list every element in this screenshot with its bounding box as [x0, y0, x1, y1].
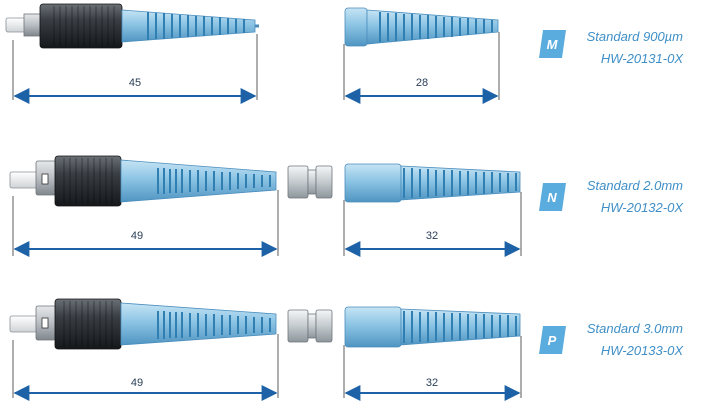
boot-length-label: 32 — [426, 377, 438, 389]
badge-n: N — [539, 183, 566, 211]
connector-drawing — [5, 3, 259, 49]
boot-length-label: 28 — [416, 77, 428, 89]
row-m: 45 28 M Standard 900µm HW-20131-0X — [5, 3, 684, 104]
badge-shape — [539, 326, 566, 354]
boot-collar — [344, 306, 402, 348]
part-number: HW-20133-0X — [601, 343, 684, 358]
nut-knurling — [53, 6, 115, 46]
sleeve-neck — [307, 169, 317, 195]
sleeve-body — [287, 309, 309, 343]
boot-ribs — [147, 12, 245, 40]
row-p: 49 32 P Standard 3.0mm HW-20133-0X — [9, 298, 684, 401]
boot-ribs — [379, 12, 493, 42]
boot-drawing — [344, 163, 521, 203]
nut-knurling — [63, 158, 113, 204]
connector-drawing — [9, 298, 277, 350]
badge-m: M — [539, 30, 566, 58]
boot-collar — [344, 7, 368, 47]
spec-title: Standard 900µm — [587, 29, 684, 44]
strain-relief-boot — [366, 9, 499, 45]
connector-length-label: 45 — [129, 77, 141, 89]
spec-title: Standard 2.0mm — [587, 178, 683, 193]
badge-letter: N — [547, 190, 557, 205]
crimp-sleeve — [287, 309, 333, 343]
badge-p: P — [539, 326, 566, 354]
sleeve-end — [315, 309, 333, 343]
boot-ribs — [403, 311, 517, 343]
connector-drawing — [9, 155, 277, 207]
sleeve-neck — [307, 313, 317, 339]
boot-drawing — [344, 7, 499, 47]
sleeve-body — [287, 165, 309, 199]
badge-letter: P — [548, 333, 557, 348]
boot-ribs — [157, 311, 271, 339]
badge-letter: M — [547, 37, 559, 52]
part-number: HW-20131-0X — [601, 51, 684, 66]
badge-shape — [539, 183, 566, 211]
part-number: HW-20132-0X — [601, 200, 684, 215]
key-slot — [41, 173, 49, 185]
boot-length-label: 32 — [426, 230, 438, 242]
ferrule — [9, 171, 41, 189]
ferrule — [9, 315, 41, 333]
key-slot — [41, 317, 49, 329]
sleeve-end — [315, 165, 333, 199]
boot-ribs — [157, 168, 271, 194]
boot-ribs — [403, 168, 517, 198]
connector-length-label: 49 — [131, 230, 143, 242]
spec-title: Standard 3.0mm — [587, 321, 683, 336]
coupling-nut — [39, 3, 123, 49]
connector-length-label: 49 — [131, 377, 143, 389]
nut-knurling — [63, 301, 113, 347]
crimp-sleeve — [287, 165, 333, 199]
badge-shape — [539, 30, 566, 58]
boot-collar — [344, 163, 402, 203]
boot-drawing — [344, 306, 521, 348]
row-n: 49 32 N Standard 2.0mm HW-20132-0X — [9, 155, 684, 257]
